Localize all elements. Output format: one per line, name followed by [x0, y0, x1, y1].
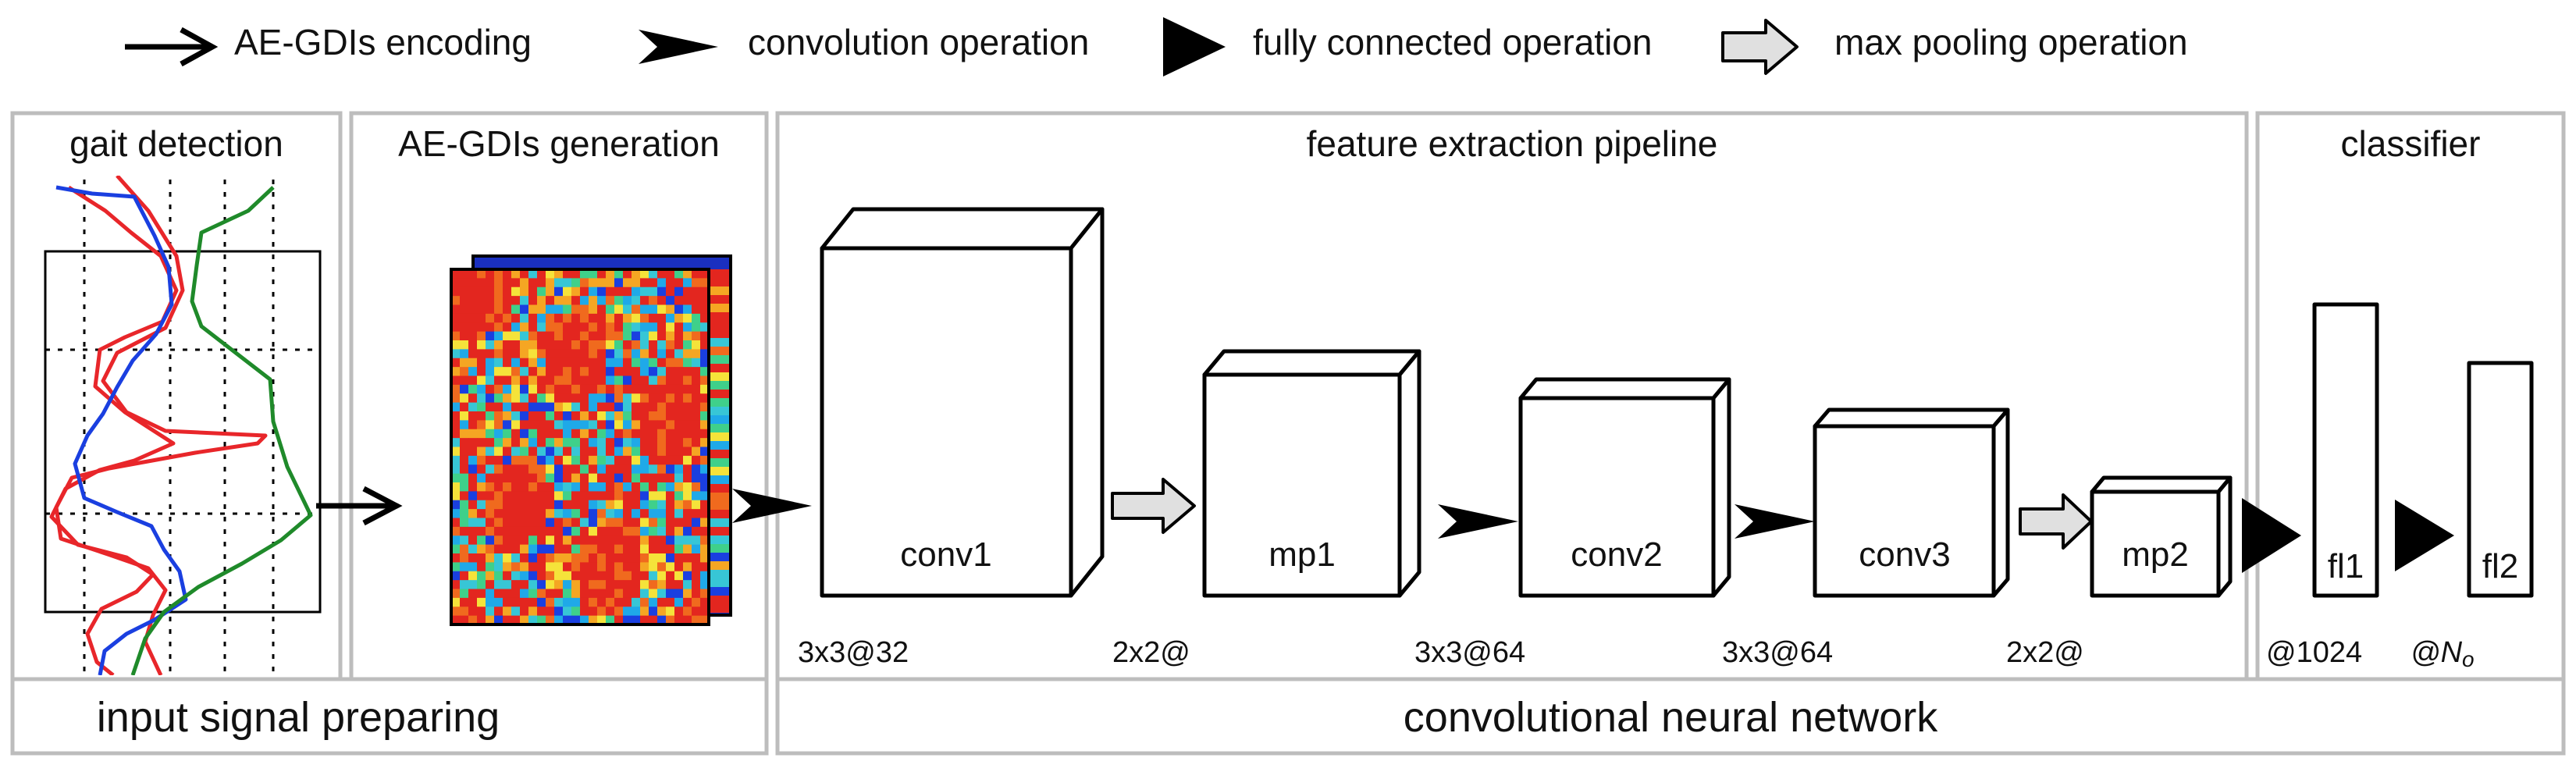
mp2-dim-label: 2x2@: [2006, 636, 2084, 669]
conv3-label: conv3: [1859, 536, 1950, 574]
aegdis-heatmap-cells: [451, 269, 709, 624]
conv-arrow-to-conv1-icon: [732, 489, 812, 523]
gait-plot-grid: [45, 180, 320, 675]
aegdis-back-edge-strip: [710, 269, 729, 613]
gait-detection-title: gait detection: [69, 123, 283, 164]
cnn-section-bar: [775, 677, 2566, 756]
red-signal-line: [49, 185, 179, 675]
conv2-dim-label: 3x3@64: [1414, 636, 1525, 669]
mp1-label: mp1: [1268, 536, 1336, 574]
fl1-label: fl1: [2328, 547, 2364, 585]
legend: AE-GDIs encoding convolution operation f…: [125, 17, 2188, 76]
fl2-block: [2467, 361, 2534, 598]
conv1-label: conv1: [900, 536, 991, 574]
cnn-section-title: convolutional neural network: [1404, 694, 1938, 741]
legend-convolution-label: convolution operation: [748, 22, 1089, 62]
conv3-dim-label: 3x3@64: [1722, 636, 1833, 669]
feature-extraction-title: feature extraction pipeline: [1307, 123, 1718, 164]
fully-connected-triangle-icon: [1163, 17, 1226, 76]
mp2-label: mp2: [2122, 536, 2189, 574]
mp1-block: [1202, 349, 1421, 598]
fl1-dim-label: @1024: [2266, 636, 2362, 669]
max-pooling-arrow-icon: [1721, 19, 1799, 75]
conv1-dim-label: 3x3@32: [798, 636, 909, 669]
mp2-block: [2090, 475, 2233, 598]
conv2-block: [1518, 377, 1731, 598]
fl2-dim-label: @No: [2411, 636, 2475, 671]
aegdis-front-border: [450, 268, 710, 626]
input-section-bar: [10, 677, 769, 756]
green-signal-line: [130, 186, 313, 675]
input-section-title: input signal preparing: [97, 694, 500, 741]
red-signal-line-2: [54, 176, 268, 675]
panel-frames: [10, 111, 2566, 756]
classifier-title: classifier: [2341, 123, 2481, 164]
pool-arrow-to-mp2-icon: [2019, 493, 2093, 550]
legend-fully-connected-label: fully connected operation: [1253, 22, 1652, 62]
fl1-block: [2312, 302, 2379, 598]
encoding-arrow-icon: [125, 27, 219, 67]
fc-triangle-to-fl1-icon: [2242, 498, 2301, 573]
encoding-flow-arrow-icon: [316, 486, 403, 526]
conv3-block: [1813, 407, 2010, 598]
gait-signal-plot: [44, 176, 322, 675]
conv1-block: [820, 207, 1105, 598]
conv-arrow-to-conv3-icon: [1735, 504, 1815, 539]
legend-encoding-label: AE-GDIs encoding: [234, 22, 532, 62]
aegdis-generation-title: AE-GDIs generation: [398, 123, 720, 164]
fl2-label: fl2: [2482, 547, 2518, 585]
mp1-dim-label: 2x2@: [1112, 636, 1190, 669]
convolution-arrow-icon: [639, 30, 718, 64]
legend-max-pooling-label: max pooling operation: [1834, 22, 2188, 62]
fc-triangle-to-fl2-icon: [2395, 500, 2454, 571]
pool-arrow-to-mp1-icon: [1111, 478, 1196, 534]
conv2-label: conv2: [1571, 536, 1662, 574]
conv-arrow-to-conv2-icon: [1438, 504, 1518, 539]
aegdis-image-stack: [450, 254, 732, 626]
